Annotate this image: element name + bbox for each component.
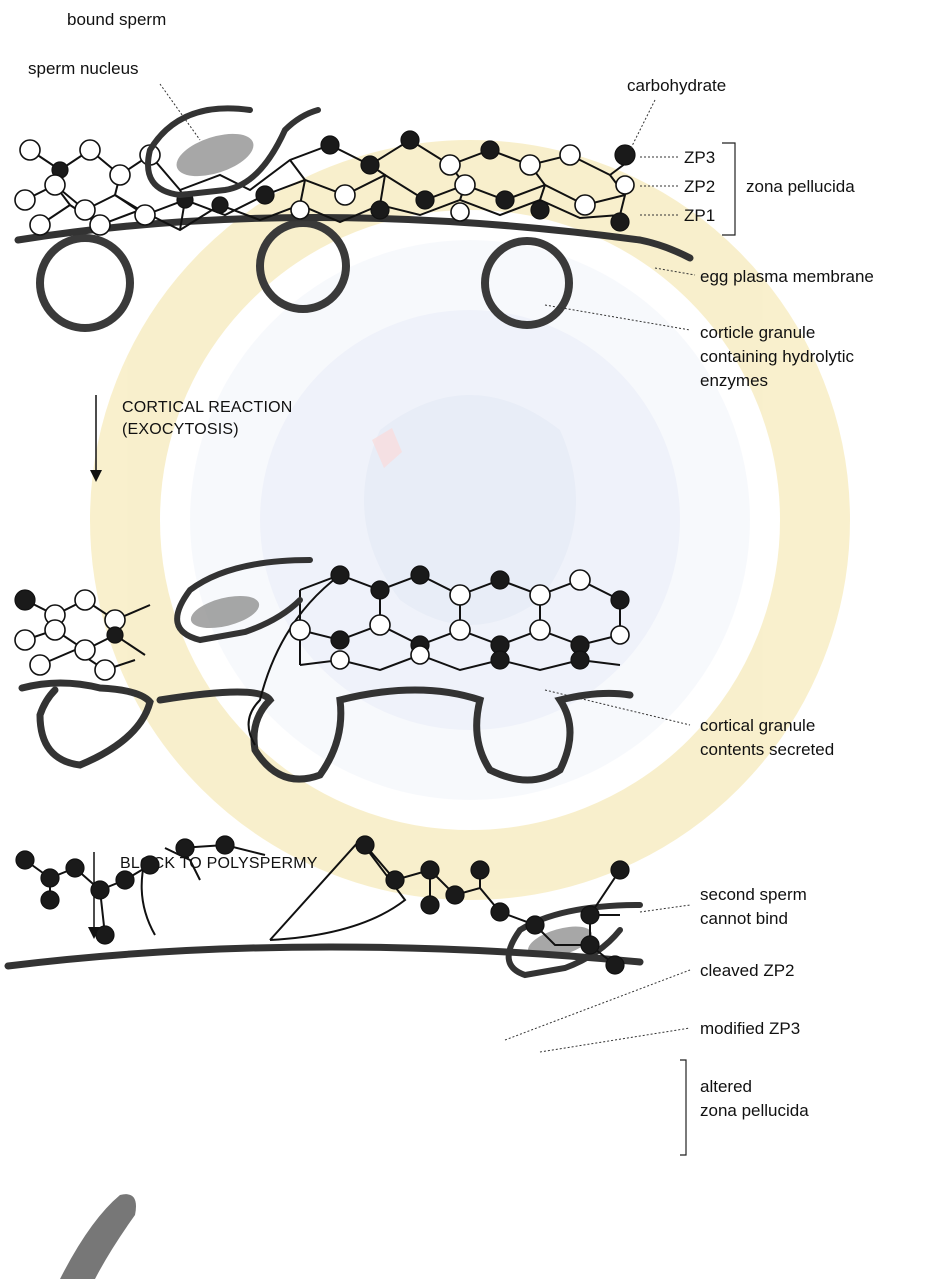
label-zp3: ZP3 [684,148,715,167]
label-modified-zp3: modified ZP3 [700,1019,800,1038]
label-bound-sperm: bound sperm [67,10,166,29]
label-secreted-line2: contents secreted [700,740,834,759]
label-zona-pellucida: zona pellucida [746,177,855,196]
stage-cortical-line1: CORTICAL REACTION [122,399,293,416]
label-second-sperm-line1: second sperm [700,885,807,904]
label-altered-line2: zona pellucida [700,1101,809,1120]
stray-sperm-tail [60,1194,136,1279]
label-granule-line1: corticle granule [700,323,815,342]
label-granule-line3: enzymes [700,371,768,390]
label-second-sperm-line2: cannot bind [700,909,788,928]
label-altered-line1: altered [700,1077,752,1096]
label-carbohydrate: carbohydrate [627,76,726,95]
stage-cortical-line2: (EXOCYTOSIS) [122,421,239,438]
label-secreted-line1: cortical granule [700,716,815,735]
label-granule-line2: containing hydrolytic [700,347,855,366]
zona-bracket-3 [680,1060,686,1155]
label-egg-plasma-membrane: egg plasma membrane [700,267,874,286]
label-sperm-nucleus: sperm nucleus [28,59,139,78]
label-zp1: ZP1 [684,206,715,225]
fused-membrane-2 [22,683,150,765]
cortical-granule-1 [40,238,130,328]
label-cleaved-zp2: cleaved ZP2 [700,961,795,980]
label-zp2: ZP2 [684,177,715,196]
sperm-nucleus [171,126,258,185]
zona-bracket-1 [722,143,735,235]
